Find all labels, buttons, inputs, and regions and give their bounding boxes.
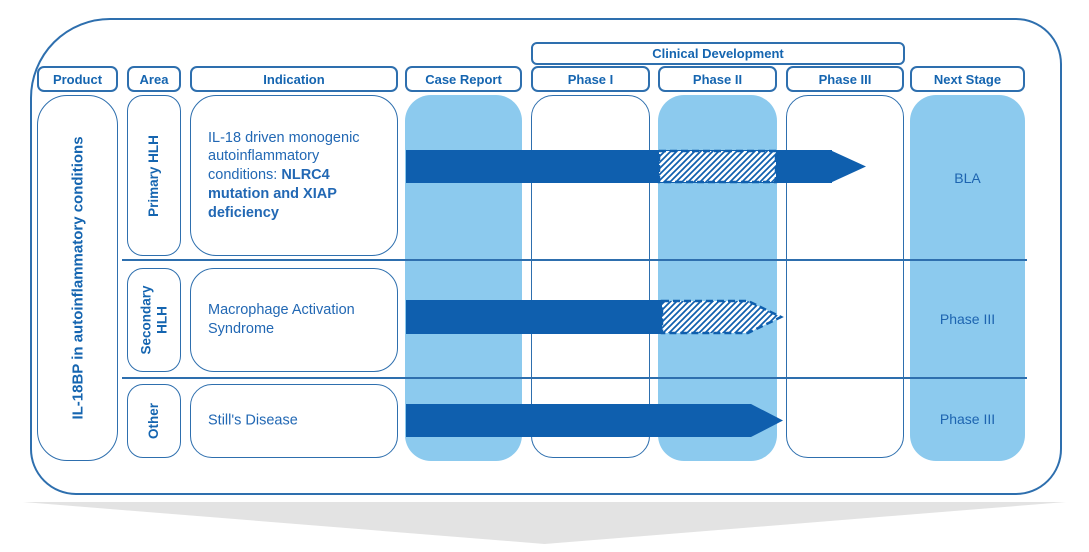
row-divider-1 xyxy=(122,259,1027,261)
column-header-area: Area xyxy=(127,66,181,92)
phase3-column xyxy=(786,95,904,458)
next-stage-row2: Phase III xyxy=(939,311,996,327)
column-header-phase3: Phase III xyxy=(786,66,904,92)
next-stage-row3: Phase III xyxy=(939,411,996,427)
area-label-secondary-hlh: Secondary HLH xyxy=(138,285,169,355)
next-stage-column xyxy=(910,95,1025,461)
column-header-indication: Indication xyxy=(190,66,398,92)
phase2-column xyxy=(658,95,777,461)
column-header-phase2: Phase II xyxy=(658,66,777,92)
product-cell: IL-18BP in autoinflammatory conditions xyxy=(37,95,118,461)
indication-text-row2: Macrophage Activation Syndrome xyxy=(208,302,355,337)
indication-text-row3: Still's Disease xyxy=(208,412,298,429)
indication-cell-row1: IL-18 driven monogenic autoinflammatory … xyxy=(190,95,398,256)
area-label-primary-hlh: Primary HLH xyxy=(146,134,162,217)
clinical-development-header: Clinical Development xyxy=(531,42,905,65)
area-cell-other: Other xyxy=(127,384,181,458)
column-header-product: Product xyxy=(37,66,118,92)
row-divider-2 xyxy=(122,377,1027,379)
product-label: IL-18BP in autoinflammatory conditions xyxy=(68,136,86,420)
column-header-case-report: Case Report xyxy=(405,66,522,92)
column-header-next-stage: Next Stage xyxy=(910,66,1025,92)
indication-cell-row2: Macrophage Activation Syndrome xyxy=(190,268,398,372)
clinical-development-label: Clinical Development xyxy=(652,46,784,61)
area-cell-secondary-hlh: Secondary HLH xyxy=(127,268,181,372)
case-report-column xyxy=(405,95,522,461)
column-header-phase1: Phase I xyxy=(531,66,650,92)
area-label-other: Other xyxy=(146,402,162,440)
area-cell-primary-hlh: Primary HLH xyxy=(127,95,181,256)
down-chevron-shape xyxy=(23,502,1066,544)
indication-text-row1: IL-18 driven monogenic autoinflammatory … xyxy=(208,129,360,221)
next-stage-row1: BLA xyxy=(954,170,981,186)
phase1-column xyxy=(531,95,650,458)
indication-cell-row3: Still's Disease xyxy=(190,384,398,458)
